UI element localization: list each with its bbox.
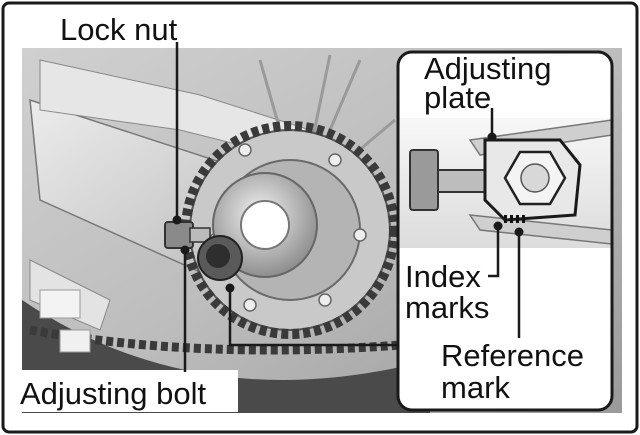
reference-mark-label-line1: Reference [441,338,584,373]
drive-chain [181,121,399,339]
adjuster-inset-panel [396,50,614,412]
adjusting-bolt-label: Adjusting bolt [20,376,207,411]
adjuster-bolt-assembly [164,221,243,281]
leader-dots [172,132,524,293]
reference-mark-label-line2: mark [441,370,510,405]
lock-nut-label: Lock nut [60,12,178,47]
index-marks [504,215,525,223]
adjusting-plate-label-line2: plate [424,80,491,115]
index-marks-label-line1: Index [405,259,481,294]
leader-lines [175,42,521,372]
index-marks-label-line2: marks [405,290,489,325]
adjusting-plate-label-line1: Adjusting [424,51,552,86]
